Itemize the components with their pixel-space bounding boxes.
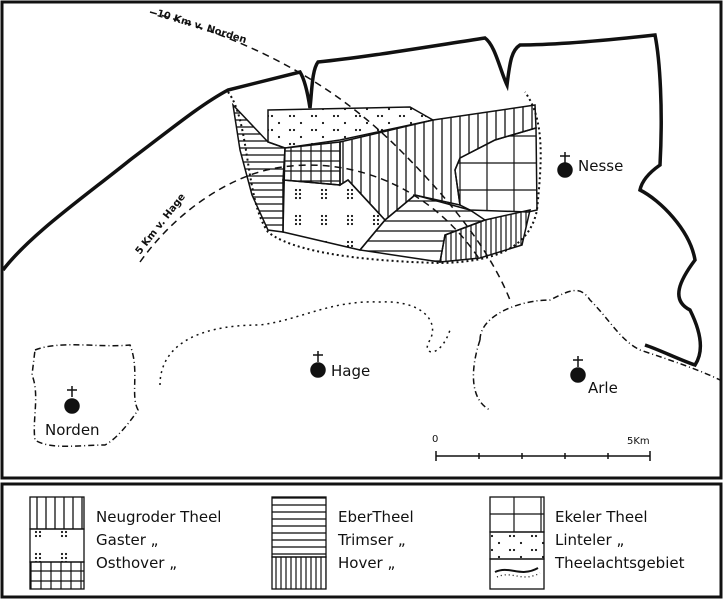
- town-label-hage: Hage: [331, 362, 371, 380]
- zone-osthover: [282, 141, 341, 186]
- legend-item-gaster: Gaster „: [96, 531, 159, 549]
- map-frame: [0, 0, 723, 480]
- legend-column-3: Ekeler Theel Linteler „ Theelachtsgebiet: [555, 506, 685, 575]
- zone-ekeler-theel: [454, 127, 538, 213]
- church-icon-norden: [64, 386, 80, 414]
- church-icon-arle: [570, 356, 586, 383]
- zone-eber-theel: [231, 102, 286, 233]
- zone-hover: [439, 209, 531, 263]
- legend-item-trimser: Trimser „: [338, 531, 406, 549]
- legend-item-eber: EberTheel: [338, 508, 414, 526]
- boundary-hage: [159, 301, 451, 386]
- legend-item-hover: Hover „: [338, 554, 396, 572]
- coastline: [1, 33, 703, 368]
- church-icon-hage: [310, 351, 326, 378]
- theelacht-boundary: [227, 91, 542, 265]
- theelacht-zones: [227, 91, 542, 265]
- legend-swatches: [29, 496, 545, 590]
- legend-item-theelachtsgebiet: Theelachtsgebiet: [555, 554, 685, 572]
- legend-item-linteler: Linteler „: [555, 531, 625, 549]
- scale-start-label: 0: [432, 434, 439, 445]
- legend-column-2: EberTheel Trimser „ Hover „: [338, 506, 414, 575]
- town-markers: [64, 152, 586, 414]
- town-label-arle: Arle: [588, 379, 618, 397]
- arc-5km-hage: [139, 164, 481, 263]
- boundary-arle: [472, 289, 721, 411]
- legend-item-ekeler: Ekeler Theel: [555, 508, 648, 526]
- legend-item-neugroder: Neugroder Theel: [96, 508, 222, 526]
- town-label-nesse: Nesse: [578, 157, 624, 175]
- legend-item-osthover: Osthover „: [96, 554, 177, 572]
- scale-end-label: 5Km: [627, 436, 650, 447]
- church-icon-nesse: [557, 152, 573, 178]
- legend-column-1: Neugroder Theel Gaster „ Osthover „: [96, 506, 221, 575]
- town-label-norden: Norden: [45, 421, 100, 439]
- scale-bar: [435, 451, 651, 461]
- boundary-norden: [31, 344, 139, 447]
- legend-frame: [0, 482, 723, 599]
